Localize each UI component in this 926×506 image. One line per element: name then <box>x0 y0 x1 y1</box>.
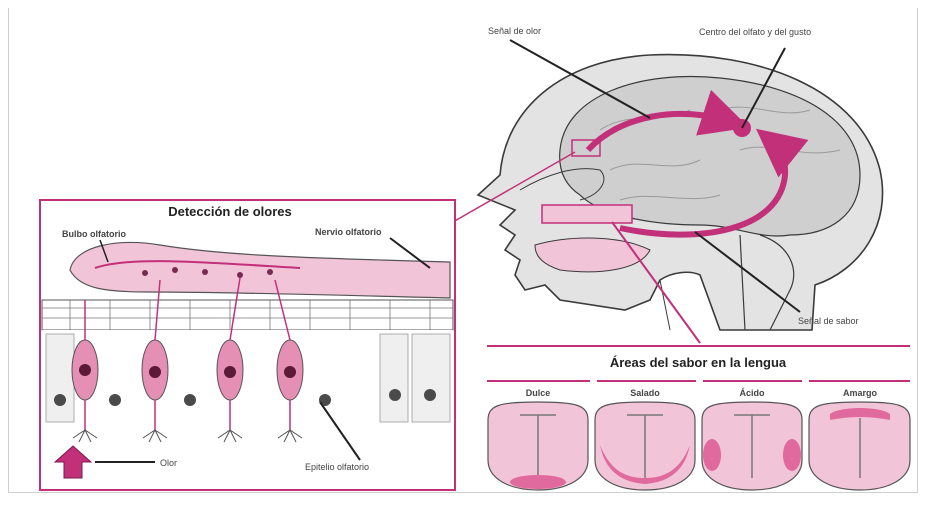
head-illustration <box>478 55 883 330</box>
tongue-bitter <box>809 402 910 490</box>
smell-signal-label: Señal de olor <box>488 26 541 36</box>
taste-signal-label: Señal de sabor <box>798 316 859 326</box>
olfactory-bulb-label: Bulbo olfatorio <box>62 229 126 239</box>
taste-label-sweet: Dulce <box>526 388 551 398</box>
odor-label: Olor <box>160 458 177 468</box>
taste-label-bitter: Amargo <box>843 388 878 398</box>
tongue-sweet <box>488 402 588 490</box>
olfactory-nerve-label: Nervio olfatorio <box>315 227 382 237</box>
taste-label-sour: Ácido <box>739 388 765 398</box>
taste-panel-title: Áreas del sabor en la lengua <box>610 355 787 370</box>
taste-label-salty: Salado <box>630 388 660 398</box>
smell-panel-title: Detección de olores <box>168 204 292 219</box>
smell-detection-panel <box>40 200 455 490</box>
tongue-sour <box>702 402 802 490</box>
smell-taste-center-label: Centro del olfato y del gusto <box>699 27 811 37</box>
tongue-salty <box>595 402 695 490</box>
olfactory-epithelium-label: Epitelio olfatorio <box>305 462 369 472</box>
